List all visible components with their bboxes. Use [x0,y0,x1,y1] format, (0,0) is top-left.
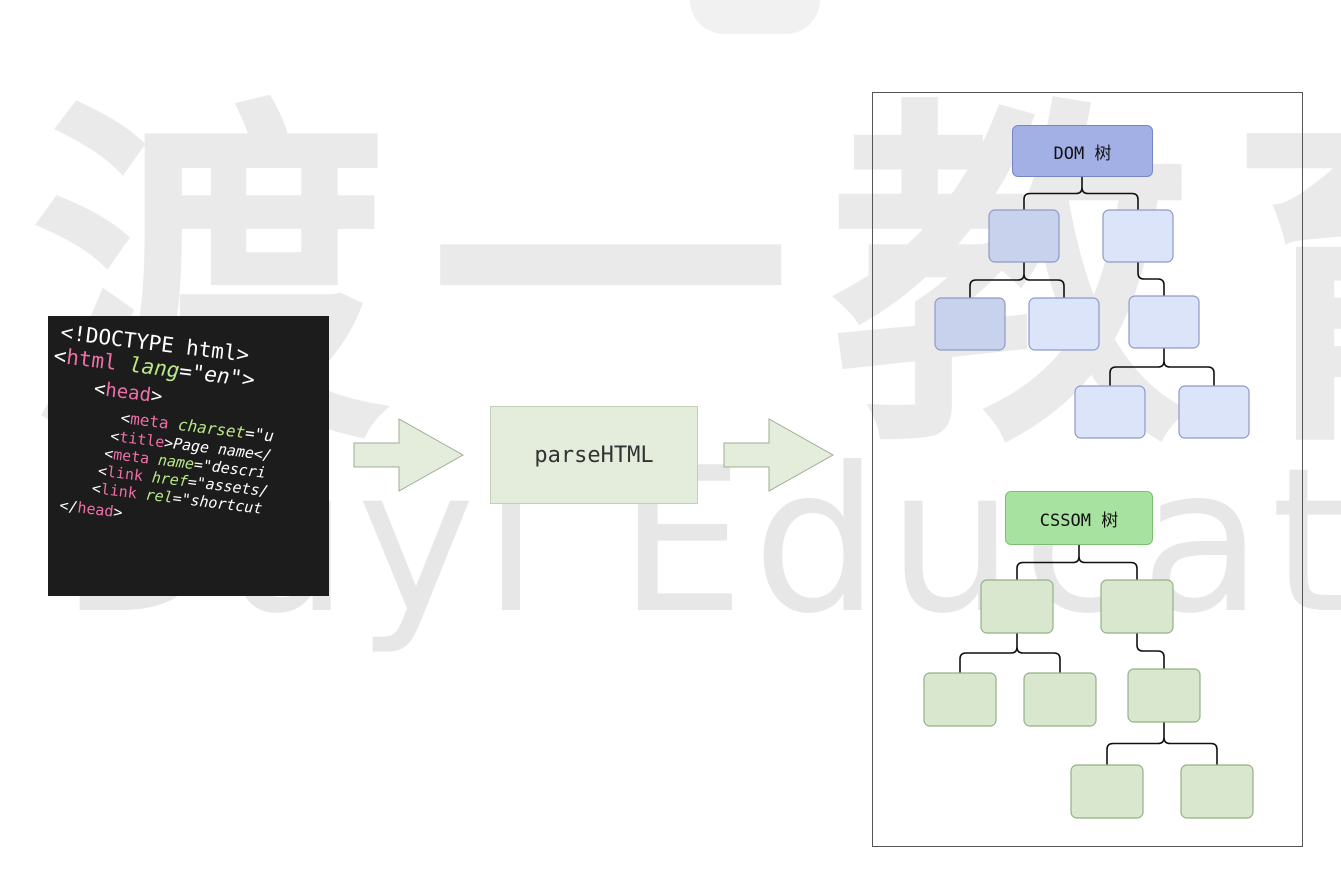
dom-tree-node [1102,209,1174,263]
arrow-right-2 [723,418,835,492]
parse-html-box: parseHTML [490,406,698,504]
watermark-top-shape [690,0,820,34]
tree-connector [1023,177,1139,210]
cssom-tree-root: CSSOM 树 [1005,491,1153,545]
dom-tree-node [934,297,1006,351]
tree-connector [1106,722,1218,765]
tree-connector [1136,633,1165,669]
dom-tree-node [988,209,1060,263]
dom-tree-node [1074,385,1146,439]
dom-tree-root: DOM 树 [1012,125,1153,177]
arrow-right-1 [353,418,465,492]
html-code-snippet: <!DOCTYPE html><html lang="en"><head><me… [48,316,329,596]
tree-connector [959,633,1061,673]
tree-connector [1016,545,1138,580]
cssom-tree [923,545,1254,819]
tree-connector [1137,262,1165,296]
cssom-tree-node [923,672,997,727]
tree-connector [969,262,1065,298]
dom-tree-node [1128,295,1200,349]
tree-panel [872,92,1303,847]
cssom-tree-node [1180,764,1254,819]
dom-tree [934,177,1250,439]
dom-tree-node [1178,385,1250,439]
cssom-tree-node [1127,668,1201,723]
dom-tree-label: DOM 树 [1053,143,1112,164]
cssom-tree-node [980,579,1054,634]
dom-tree-node [1028,297,1100,351]
cssom-tree-label: CSSOM 树 [1039,510,1119,531]
cssom-tree-node [1023,672,1097,727]
tree-connector [1109,348,1215,386]
cssom-tree-node [1100,579,1174,634]
cssom-tree-node [1070,764,1144,819]
parse-html-label: parseHTML [534,442,654,468]
